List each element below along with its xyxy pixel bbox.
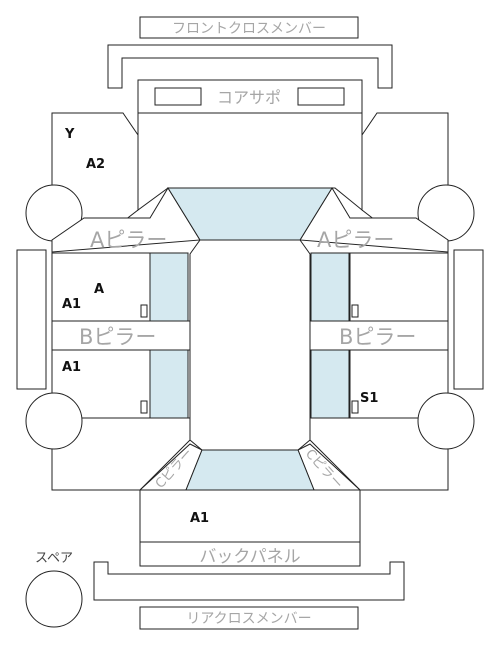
b-pillar-right-panel xyxy=(309,320,449,351)
rear-cross-member-label: リアクロスメンバー xyxy=(186,611,311,627)
rear-cross-member-box xyxy=(139,606,359,630)
rear-bumper xyxy=(93,561,405,601)
mark-front-left-fender-1: Y xyxy=(64,127,75,142)
roof xyxy=(189,239,311,451)
a-pillar-right-label: Aピラー xyxy=(317,228,394,252)
left-side-step xyxy=(16,249,47,390)
b-pillar-left-label: Bピラー xyxy=(79,325,156,349)
front-left-window xyxy=(149,252,189,322)
mark-rear-right-door: S1 xyxy=(360,391,378,406)
core-support-label: コアサポ xyxy=(217,88,281,107)
front-bumper xyxy=(107,44,393,89)
spare-label: スペア xyxy=(35,551,73,566)
mark-front-left-fender-2: A2 xyxy=(86,157,105,172)
mark-front-left-door-1: A xyxy=(94,282,104,297)
front-right-door xyxy=(349,252,449,322)
front-right-door-handle xyxy=(351,304,359,318)
front-cross-member-box xyxy=(139,16,359,39)
rear-right-quarter xyxy=(309,417,449,491)
headlight-left xyxy=(154,87,202,106)
front-left-door-handle xyxy=(140,304,148,318)
headlight-right xyxy=(297,87,345,106)
rear-left-window xyxy=(149,349,189,419)
mark-front-left-door-2: A1 xyxy=(62,297,81,312)
rear-left-quarter xyxy=(51,417,191,491)
back-panel-box xyxy=(139,541,361,567)
rear-right-door-handle xyxy=(351,400,359,414)
rear-window xyxy=(185,449,315,491)
rear-right-window xyxy=(310,349,350,419)
mark-rear-left-door: A1 xyxy=(62,360,81,375)
rear-left-tire xyxy=(25,392,83,450)
rear-right-tire xyxy=(417,392,475,450)
a-pillar-left-label: Aピラー xyxy=(90,228,167,252)
back-panel-label: バックパネル xyxy=(199,547,300,567)
right-side-step xyxy=(453,249,484,390)
b-pillar-right-label: Bピラー xyxy=(339,325,416,349)
trunk-lid xyxy=(139,489,361,543)
front-left-door xyxy=(51,252,151,322)
front-right-window xyxy=(310,252,350,322)
mark-trunk: A1 xyxy=(190,511,209,526)
spare-tire xyxy=(25,570,83,628)
rear-left-door-handle xyxy=(140,400,148,414)
front-cross-member-label: フロントクロスメンバー xyxy=(172,21,326,37)
